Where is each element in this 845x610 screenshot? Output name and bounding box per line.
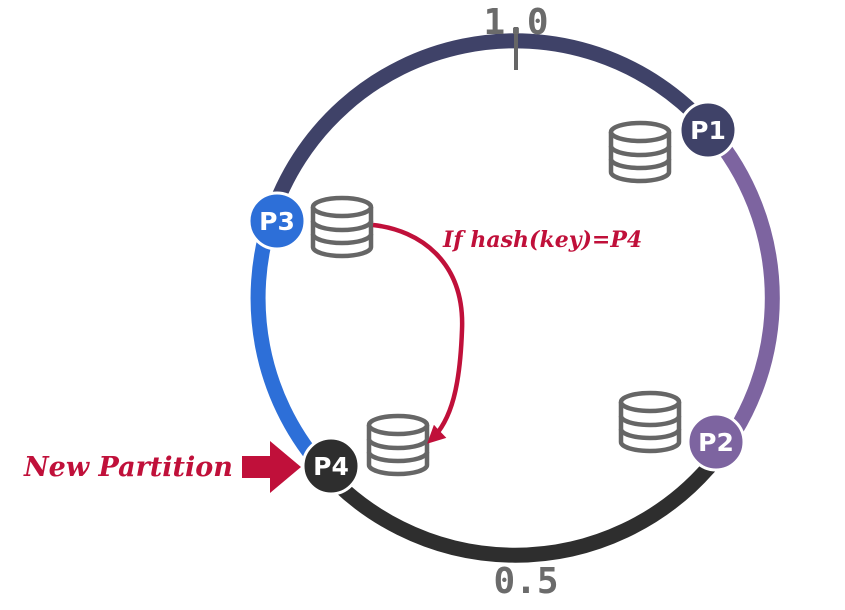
database-icon [313, 198, 371, 256]
node-label: P2 [698, 428, 734, 457]
database-icon [369, 416, 427, 474]
node-label: P1 [690, 116, 726, 145]
ring-arc-p2-p4 [310, 455, 716, 563]
key-migration-arrow [372, 222, 465, 444]
partition-node-p2: P2 [686, 412, 746, 472]
node-label: P4 [313, 452, 349, 481]
partition-node-p1: P1 [678, 100, 738, 160]
top-scale-label: 1.0 [483, 2, 548, 43]
hash-condition-label: If hash(key)=P4 [442, 227, 642, 253]
database-icon [621, 393, 679, 451]
ring-arc-p4-p3 [250, 210, 326, 471]
database-icon [611, 123, 669, 181]
new-partition-label: New Partition [23, 452, 233, 483]
node-label: P3 [259, 207, 295, 236]
partition-node-p4: P4 [301, 436, 361, 496]
bottom-scale-label: 0.5 [493, 561, 558, 602]
partition-node-p3: P3 [247, 191, 307, 251]
ring-arc-p3-p1 [263, 33, 716, 226]
new-partition-arrow-icon [242, 441, 301, 493]
